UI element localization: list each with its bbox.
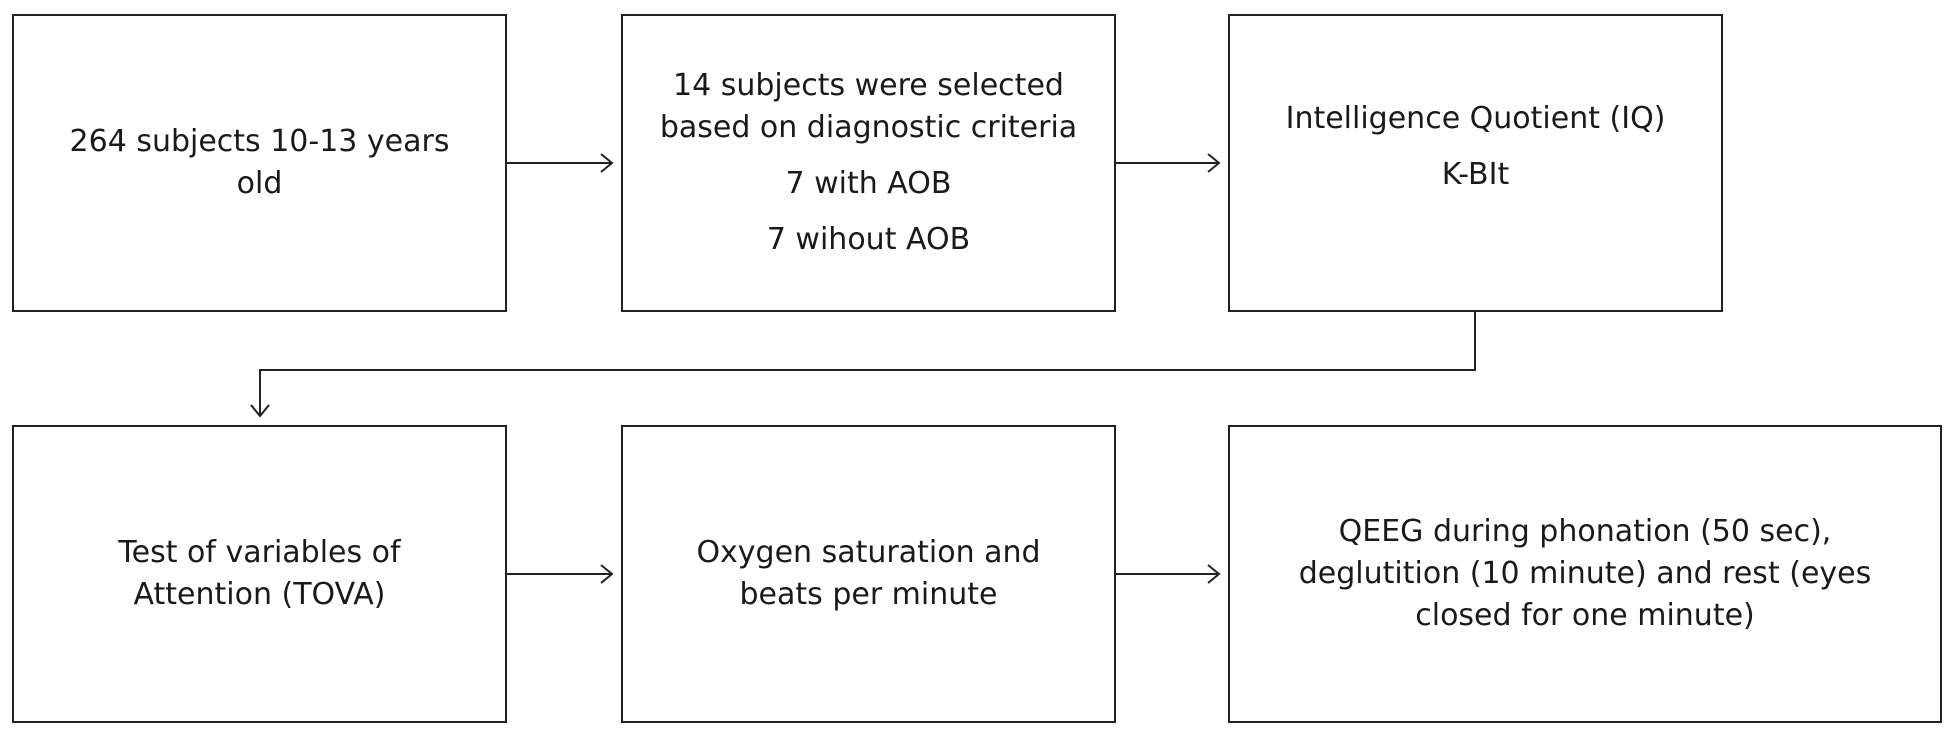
step-selection-box: 14 subjects were selected based on diagn… bbox=[621, 14, 1116, 312]
oxygen-text-line-1: Oxygen saturation and bbox=[696, 535, 1041, 570]
qeeg-text-line-3: closed for one minute) bbox=[1415, 598, 1755, 633]
selection-heading-line-2: based on diagnostic criteria bbox=[659, 110, 1078, 145]
arrowhead-tova-to-oxygen bbox=[600, 564, 614, 584]
arrowhead-selection-to-iq bbox=[1207, 153, 1221, 173]
recruitment-text-line-2: old bbox=[236, 166, 283, 201]
oxygen-text-line-2: beats per minute bbox=[739, 577, 998, 612]
qeeg-text-line-2: deglutition (10 minute) and rest (eyes bbox=[1298, 556, 1872, 591]
tova-text-line-2: Attention (TOVA) bbox=[133, 577, 386, 612]
arrowhead-iq-to-tova bbox=[250, 404, 270, 418]
selection-group-with-aob: 7 with AOB bbox=[785, 166, 952, 201]
step-oxygen-box: Oxygen saturation and beats per minute bbox=[621, 425, 1116, 723]
arrow-iq-to-tova bbox=[259, 312, 1476, 416]
arrowhead-oxygen-to-qeeg bbox=[1207, 564, 1221, 584]
step-qeeg-box: QEEG during phonation (50 sec), deglutit… bbox=[1228, 425, 1942, 723]
tova-text-line-1: Test of variables of bbox=[118, 535, 401, 570]
iq-title: Intelligence Quotient (IQ) bbox=[1285, 101, 1666, 136]
qeeg-text-line-1: QEEG during phonation (50 sec), bbox=[1338, 514, 1832, 549]
step-iq-box: Intelligence Quotient (IQ) K-BIt bbox=[1228, 14, 1723, 312]
arrowhead-recruitment-to-selection bbox=[600, 153, 614, 173]
iq-instrument: K-BIt bbox=[1441, 157, 1510, 192]
step-tova-box: Test of variables of Attention (TOVA) bbox=[12, 425, 507, 723]
selection-heading-line-1: 14 subjects were selected bbox=[673, 68, 1064, 103]
selection-group-without-aob: 7 wihout AOB bbox=[766, 222, 971, 257]
step-recruitment-box: 264 subjects 10-13 years old bbox=[12, 14, 507, 312]
recruitment-text-line-1: 264 subjects 10-13 years bbox=[69, 124, 450, 159]
